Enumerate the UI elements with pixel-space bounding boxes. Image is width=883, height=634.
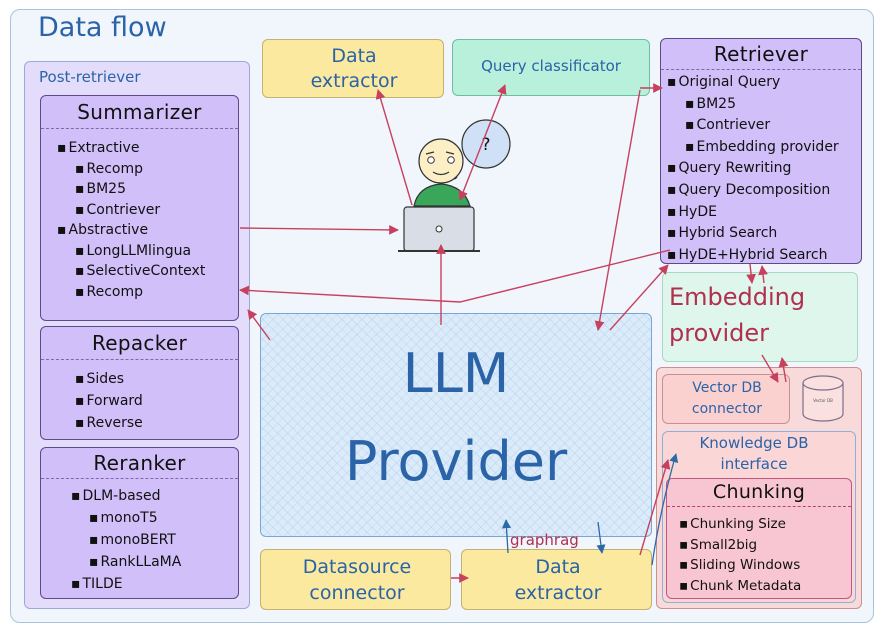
data-extractor-top-label: Data extractor [310, 45, 398, 92]
repacker-title: Repacker [41, 327, 238, 360]
list-item: HyDE+Hybrid Search [667, 245, 861, 267]
vector-db-connector-box: Vector DB connector [662, 374, 790, 424]
arrow-retriever-to-summarizer [239, 249, 671, 303]
arrow-summarizer-to-laptop [239, 224, 399, 235]
list-item: Small2big [679, 535, 851, 556]
list-item: Contriever [667, 115, 861, 137]
datasource-connector-label: Datasource connector [302, 556, 412, 604]
list-item: DLM-based [71, 485, 238, 507]
arrow-data-extractor-to-knowledge-db [639, 459, 671, 556]
list-item: RankLLaMA [71, 551, 238, 573]
list-item: Recomp [57, 159, 238, 180]
chunking-title: Chunking [667, 479, 851, 507]
llm-provider-line2: Provider [344, 430, 568, 493]
graphrag-label: graphrag [510, 531, 579, 549]
embedding-provider-box: Embedding provider [662, 272, 858, 362]
arrow-vector-db-to-embedding [778, 357, 789, 383]
arrow-llm-to-data-extractor [596, 521, 606, 554]
list-item: TILDE [71, 573, 238, 595]
list-item: Chunk Metadata [679, 576, 851, 597]
list-item: Chunking Size [679, 514, 851, 535]
list-item: Embedding provider [667, 137, 861, 159]
list-item: Hybrid Search [667, 223, 861, 245]
list-item: Sliding Windows [679, 555, 851, 576]
arrow-embedding-to-vector-db [761, 354, 779, 383]
post-retriever-label: Post-retriever [39, 68, 141, 86]
arrow-laptop-to-data-extractor [375, 89, 413, 206]
retriever-box: Retriever Original QueryBM25ContrieverEm… [660, 38, 862, 264]
knowledge-db-label: Knowledge DB interface [699, 434, 809, 473]
list-item: BM25 [57, 179, 238, 200]
list-item: Query Decomposition [667, 180, 861, 202]
reranker-box: Reranker DLM-basedmonoT5monoBERTRankLLaM… [40, 447, 239, 599]
datasource-connector-box: Datasource connector [260, 549, 451, 610]
arrow-retriever-to-embedding [746, 263, 756, 284]
arrow-llm-to-retriever [609, 264, 669, 331]
list-item: Forward [57, 390, 238, 412]
vector-db-connector-label: Vector DB connector [691, 380, 763, 417]
llm-provider-box: LLM Provider [260, 313, 652, 537]
list-item: Sides [57, 368, 238, 390]
arrow-data-extractor-to-llm [501, 519, 512, 554]
embedding-provider-label: Embedding provider [669, 283, 806, 347]
llm-provider-line1: LLM [402, 342, 510, 405]
list-item: LongLLMlingua [57, 241, 238, 262]
arrow-data-extractor-to-knowledge-db-blue [651, 453, 679, 566]
summarizer-list: ExtractiveRecompBM25ContrieverAbstractiv… [57, 138, 238, 302]
retriever-list: Original QueryBM25ContrieverEmbedding pr… [667, 72, 861, 266]
list-item: Extractive [57, 138, 238, 159]
arrow-embedding-to-retriever [758, 265, 768, 284]
list-item: Reverse [57, 412, 238, 434]
list-item: Original Query [667, 72, 861, 94]
reranker-list: DLM-basedmonoT5monoBERTRankLLaMATILDE [71, 485, 238, 595]
chunking-box: Chunking Chunking SizeSmall2bigSliding W… [666, 478, 852, 599]
repacker-list: SidesForwardReverse [57, 368, 238, 434]
reranker-title: Reranker [41, 448, 238, 479]
list-item: SelectiveContext [57, 261, 238, 282]
vector-db-cylinder-icon: Vector DB [802, 375, 844, 422]
list-item: Recomp [57, 282, 238, 303]
data-extractor-bottom-label: Data extractor [514, 556, 602, 604]
arrow-query-classificator-to-laptop [458, 84, 507, 201]
retriever-title: Retriever [661, 39, 861, 70]
chunking-list: Chunking SizeSmall2bigSliding WindowsChu… [679, 514, 851, 596]
query-classificator-label: Query classificator [481, 57, 621, 75]
summarizer-title: Summarizer [41, 96, 238, 129]
list-item: monoBERT [71, 529, 238, 551]
repacker-box: Repacker SidesForwardReverse [40, 326, 239, 440]
list-item: Contriever [57, 200, 238, 221]
arrow-llm-to-summarizer [247, 309, 271, 341]
list-item: monoT5 [71, 507, 238, 529]
list-item: Query Rewriting [667, 158, 861, 180]
diagram-title: Data flow [38, 12, 167, 43]
list-item: Abstractive [57, 220, 238, 241]
summarizer-box: Summarizer ExtractiveRecompBM25Contrieve… [40, 95, 239, 321]
vector-db-cylinder-label: Vector DB [813, 398, 833, 403]
data-extractor-bottom-box: Data extractor [461, 549, 652, 610]
list-item: HyDE [667, 202, 861, 224]
data-extractor-top-box: Data extractor [262, 39, 444, 98]
arrow-query-classificator-to-llm [594, 89, 641, 331]
list-item: BM25 [667, 94, 861, 116]
